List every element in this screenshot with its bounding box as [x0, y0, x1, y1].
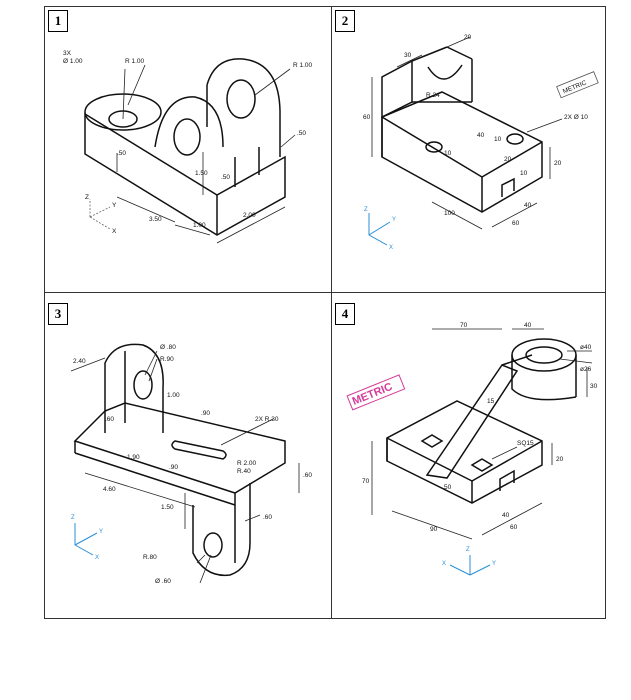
- label-hole-diameter: Ø 1.00: [63, 58, 83, 65]
- label-dim-460: 4.60: [103, 486, 116, 493]
- label-holes-count: 3X: [63, 50, 72, 57]
- label-dim-060: .60: [105, 416, 114, 423]
- axis-x-label: X: [112, 228, 117, 235]
- panel-number: 4: [335, 303, 355, 325]
- panel-4: 4: [332, 293, 607, 619]
- axis-y-label: Y: [99, 529, 103, 535]
- metric-label: METRIC: [562, 79, 588, 95]
- label-dia-26: ø26: [580, 366, 592, 373]
- label-dim-090b: .90: [169, 464, 178, 471]
- panel-number: 2: [335, 10, 355, 32]
- label-dim-060b: .60: [303, 472, 312, 479]
- label-dim-060c: .60: [263, 514, 272, 521]
- label-dim-050b: .50: [117, 150, 126, 157]
- metric-label: METRIC: [351, 381, 395, 408]
- grid-divider-horizontal: [45, 292, 605, 293]
- axis-y-label: Y: [492, 561, 496, 567]
- label-radius-040: R.40: [237, 468, 251, 475]
- panel-number: 3: [48, 303, 68, 325]
- grid-divider-vertical: [331, 7, 332, 618]
- label-dia-080: Ø .80: [160, 344, 176, 351]
- drawing-grid: 1 3X Ø 1: [44, 6, 606, 619]
- metric-stamp: METRIC: [556, 71, 599, 99]
- axis-x-label: X: [389, 245, 393, 251]
- axis-x-label: X: [442, 561, 446, 567]
- axis-x-label: X: [95, 555, 99, 561]
- axis-y-label: Y: [112, 202, 117, 209]
- label-dim-40b: 40: [502, 512, 510, 519]
- panel-3: 3 Ø .80: [45, 293, 331, 619]
- label-dim-20: 20: [556, 456, 564, 463]
- label-dim-20-top: 20: [464, 34, 472, 41]
- label-dim-190: 1.90: [127, 454, 140, 461]
- label-slot-radius: 2X R.30: [255, 416, 279, 423]
- label-dim-050a: .50: [297, 130, 306, 137]
- label-square-15: SQ15: [517, 440, 534, 447]
- isometric-drawing-1: 3X Ø 1.00 R 1.00 R 1.00 .50 .50 .50 1.50…: [63, 50, 313, 244]
- label-dim-240: 2.40: [73, 358, 86, 365]
- label-dim-10a: 10: [444, 150, 452, 157]
- label-dim-40: 40: [524, 322, 532, 329]
- label-radius-200: R 2.00: [237, 460, 257, 467]
- isometric-drawing-4: 70 40 ø40 ø26 30 15 SQ15 20 70 90 40 60 …: [346, 322, 598, 576]
- label-dim-90: 90: [430, 526, 438, 533]
- label-dim-350: 3.50: [149, 216, 162, 223]
- axis-y-label: Y: [392, 217, 396, 223]
- label-dim-30: 30: [590, 383, 598, 390]
- label-dim-200: 2.00: [243, 212, 256, 219]
- label-dim-20b: 20: [554, 160, 562, 167]
- label-radius-right: R 1.00: [293, 62, 313, 69]
- label-radius-left: R 1.00: [125, 58, 145, 65]
- label-dim-60: 60: [363, 114, 371, 121]
- label-dim-30: 30: [404, 52, 412, 59]
- label-radius-080: R.80: [143, 554, 157, 561]
- label-dim-60: 60: [510, 524, 518, 531]
- label-dim-60b: 60: [512, 220, 520, 227]
- label-dim-100: 1.00: [167, 392, 180, 399]
- axis-z-label: Z: [85, 194, 89, 201]
- label-dim-15: 15: [487, 398, 495, 405]
- label-dim-50: 50: [444, 484, 452, 491]
- label-radius-090: R.90: [160, 356, 174, 363]
- label-dia-40: ø40: [580, 344, 592, 351]
- metric-stamp: METRIC: [346, 374, 406, 411]
- isometric-drawing-2: 20 30 R 24 60 2X Ø 10 40 10 10 20 10 20 …: [363, 34, 599, 251]
- isometric-drawing-3: Ø .80 R.90 2.40 1.00 .60 .90 2X R.30 1.9…: [70, 343, 312, 585]
- label-dim-20a: 20: [504, 156, 512, 163]
- label-dia-060: Ø .60: [155, 578, 171, 585]
- panel-2: 2 20: [332, 7, 607, 292]
- label-dim-050c: .50: [221, 174, 230, 181]
- label-dim-70a: 70: [460, 322, 468, 329]
- label-dim-090a: .90: [201, 410, 210, 417]
- label-dim-150: 1.50: [195, 170, 208, 177]
- label-dim-100: 100: [444, 210, 455, 217]
- label-dim-40b: 40: [524, 202, 532, 209]
- axis-z-label: Z: [71, 515, 75, 521]
- label-radius-24: R 24: [426, 92, 440, 99]
- label-dim-150: 1.50: [161, 504, 174, 511]
- axis-z-label: Z: [364, 207, 368, 213]
- label-dim-100: 1.00: [193, 222, 206, 229]
- label-dim-10c: 10: [520, 170, 528, 177]
- panel-number: 1: [48, 10, 68, 32]
- label-dim-70b: 70: [362, 478, 370, 485]
- label-dim-10b: 10: [494, 136, 502, 143]
- panel-1: 1 3X Ø 1: [45, 7, 331, 292]
- label-holes: 2X Ø 10: [564, 114, 588, 121]
- label-dim-40: 40: [477, 132, 485, 139]
- axis-z-label: Z: [466, 547, 470, 553]
